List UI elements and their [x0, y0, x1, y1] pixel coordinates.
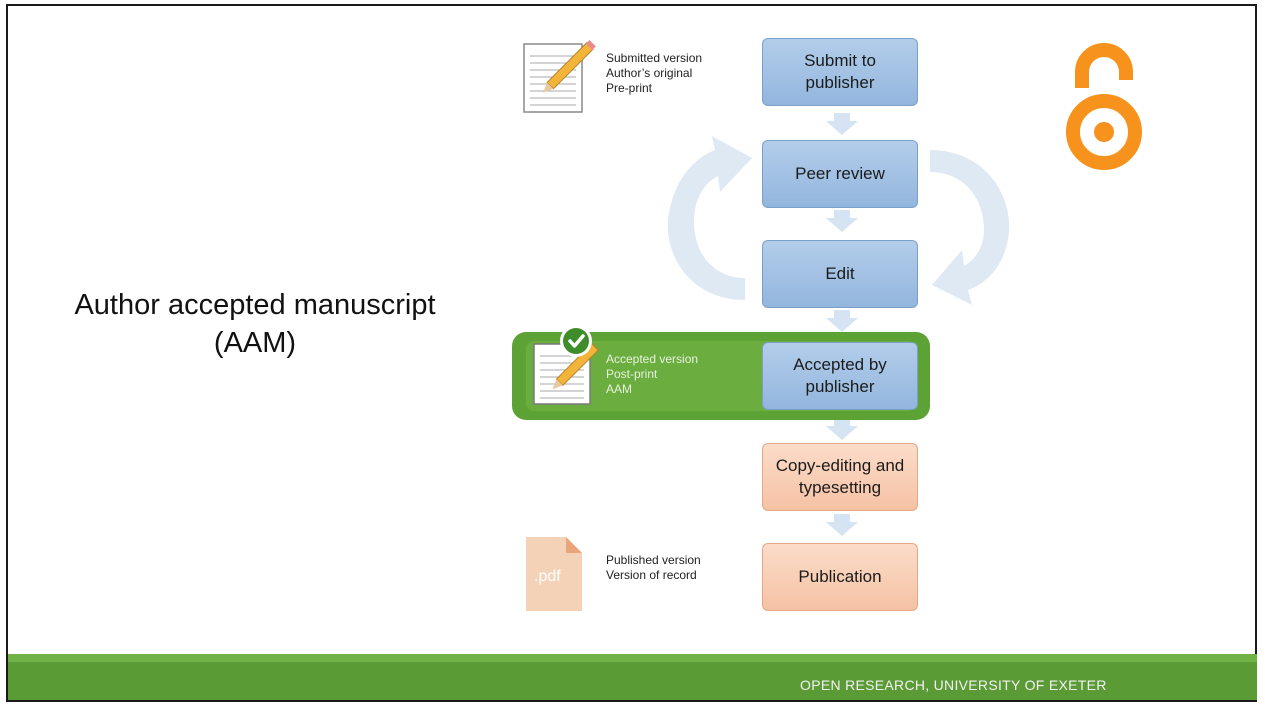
step-label: Publication: [798, 567, 882, 586]
step-label: Submit to publisher: [804, 51, 876, 92]
step-label: Edit: [825, 264, 855, 283]
submitted-version-labels: Submitted version Author’s original Pre-…: [606, 51, 702, 96]
down-arrow-3: [826, 310, 858, 332]
accepted-version-labels: Accepted version Post-print AAM: [606, 352, 698, 397]
step-peer-review: Peer review: [762, 140, 918, 208]
loop-arrow-right: [930, 150, 1010, 305]
slide-frame: [6, 4, 1257, 702]
step-label: Peer review: [795, 164, 885, 183]
version-label: Published version: [606, 553, 701, 567]
version-label: Pre-print: [606, 81, 653, 95]
down-arrows: [826, 113, 858, 536]
footer-accent: [8, 654, 1257, 662]
down-arrow-2: [826, 210, 858, 232]
version-label: Post-print: [606, 367, 658, 381]
step-accepted-by-publisher: Accepted by publisher: [762, 342, 918, 410]
footer-text: OPEN RESEARCH, UNIVERSITY OF EXETER: [800, 677, 1107, 693]
step-submit-to-publisher: Submit to publisher: [762, 38, 918, 106]
down-arrow-1: [826, 113, 858, 135]
version-label: Author’s original: [606, 66, 693, 80]
step-copy-editing: Copy-editing and typesetting: [762, 443, 918, 511]
step-publication: Publication: [762, 543, 918, 611]
step-label: Copy-editing and typesetting: [775, 456, 905, 497]
published-version-labels: Published version Version of record: [606, 553, 701, 583]
down-arrow-4: [826, 418, 858, 440]
version-label: Accepted version: [606, 352, 699, 366]
down-arrow-5: [826, 514, 858, 536]
version-label: AAM: [606, 382, 633, 396]
version-label: Submitted version: [606, 51, 703, 65]
pdf-label: .pdf: [534, 568, 561, 585]
slide-title: Author accepted manuscript (AAM): [74, 289, 436, 359]
version-label: Version of record: [606, 568, 697, 582]
step-label: Accepted by publisher: [793, 355, 887, 396]
loop-arrow-left: [667, 136, 752, 300]
check-badge-icon: [560, 325, 592, 357]
step-edit: Edit: [762, 240, 918, 308]
